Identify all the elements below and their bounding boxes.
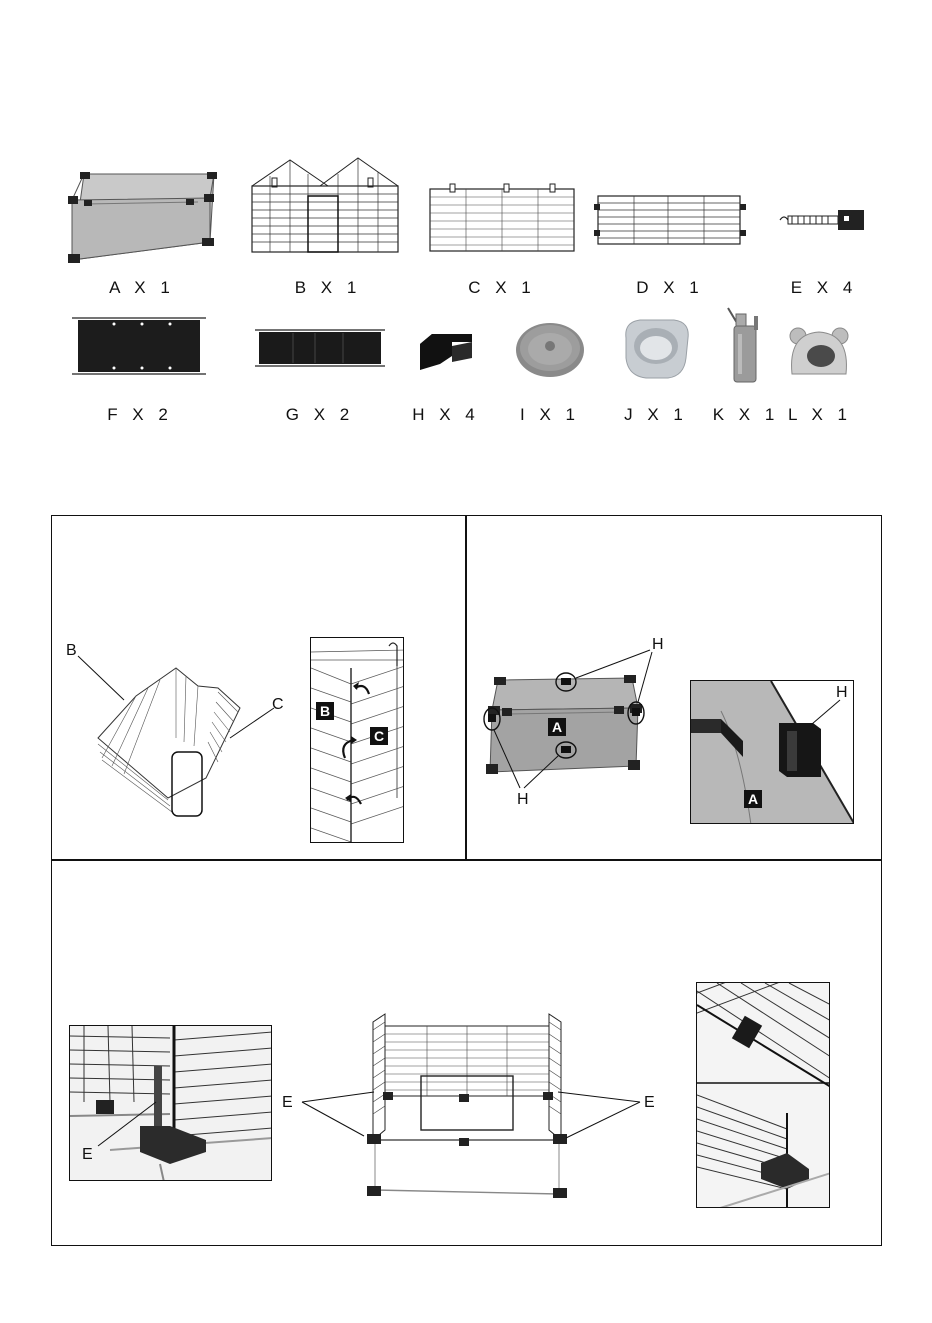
part-a-label: A X 1 <box>92 278 192 298</box>
part-k-bottle-image <box>722 306 762 386</box>
part-g-tray-image <box>253 327 387 369</box>
part-j-label: J X 1 <box>606 405 706 425</box>
step3-left-callout-e: E <box>82 1146 93 1164</box>
part-e-label: E X 4 <box>774 278 874 298</box>
step2-detail-leader-h <box>810 698 844 726</box>
step3-right-detail-illustration <box>697 983 830 1208</box>
step1-detail-frame <box>310 637 404 843</box>
step2-callout-circles <box>470 630 680 820</box>
step3-center-leader-e-left <box>300 1090 380 1140</box>
step3-right-detail-frame <box>696 982 830 1208</box>
step2-tag-a: A <box>548 718 566 736</box>
step1-tag-c: C <box>370 727 388 745</box>
part-h-label: H X 4 <box>396 405 496 425</box>
step1-tag-b: B <box>316 702 334 720</box>
part-c-grid-panel-image <box>428 183 578 255</box>
part-d-grid-panel-image <box>594 192 746 248</box>
step3-center-callout-e-left: E <box>282 1094 293 1112</box>
step1-detail-illustration <box>311 638 404 843</box>
part-e-clip-image <box>778 206 868 234</box>
step3-cage-assembly-illustration <box>355 1010 575 1200</box>
part-c-label: C X 1 <box>452 278 552 298</box>
step2-callout-h-bottom: H <box>517 791 529 809</box>
part-b-label: B X 1 <box>278 278 378 298</box>
step1-leader-c <box>228 706 278 742</box>
part-f-label: F X 2 <box>90 405 190 425</box>
part-l-house-image <box>788 324 850 380</box>
step1-leader-b <box>74 654 134 704</box>
step-divider-horizontal <box>51 859 882 861</box>
part-d-label: D X 1 <box>620 278 720 298</box>
step3-center-leader-e-right <box>556 1090 644 1142</box>
step-divider-vertical <box>465 515 467 860</box>
part-i-bowl-image <box>512 318 588 380</box>
part-b-front-panel-image <box>250 156 410 256</box>
step2-detail-tag-a: A <box>744 790 762 808</box>
part-j-dish-image <box>618 316 694 382</box>
part-a-tank-image <box>62 170 222 266</box>
part-h-connector-image <box>412 328 478 372</box>
part-f-tray-image <box>70 314 208 378</box>
step2-callout-h-top: H <box>652 636 664 654</box>
part-l-label: L X 1 <box>770 405 870 425</box>
step3-center-callout-e-right: E <box>644 1094 655 1112</box>
part-g-label: G X 2 <box>270 405 370 425</box>
part-i-label: I X 1 <box>500 405 600 425</box>
step3-left-leader-e <box>96 1100 160 1150</box>
